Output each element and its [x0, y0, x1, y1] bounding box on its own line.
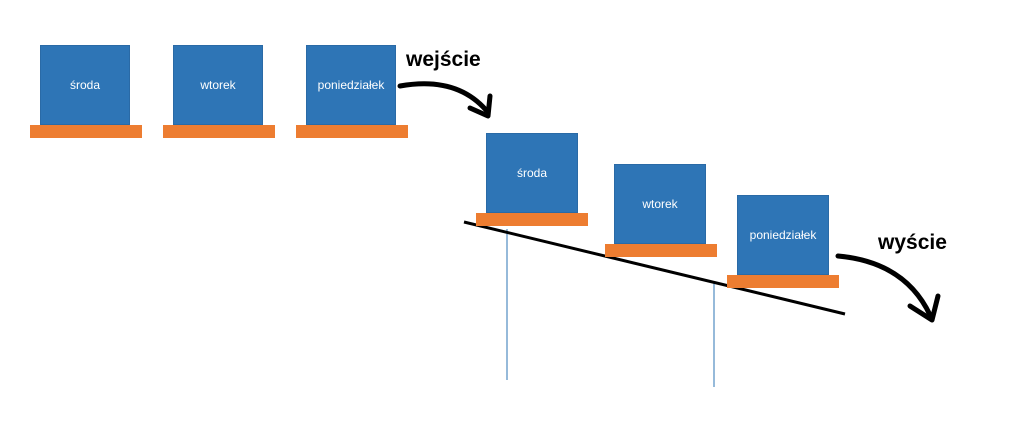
- conveyor-box-sroda: środa: [486, 133, 578, 213]
- inclined-conveyor-line: [463, 220, 846, 316]
- conveyor-pallet-2: [605, 244, 717, 257]
- conveyor-box-wtorek: wtorek: [614, 164, 706, 244]
- conveyor-box-wtorek-label: wtorek: [642, 197, 678, 211]
- conveyor-pallet-1: [476, 213, 588, 226]
- output-arrowhead-icon: [907, 293, 941, 323]
- queue-box-wtorek-label: wtorek: [200, 78, 236, 92]
- queue-box-poniedzialek-label: poniedziałek: [317, 78, 385, 92]
- input-label: wejście: [406, 48, 481, 71]
- conveyor-box-sroda-label: środa: [516, 166, 548, 180]
- conveyor-box-poniedzialek: poniedziałek: [737, 195, 829, 275]
- queue-pallet-2: [163, 125, 275, 138]
- queue-box-sroda-label: środa: [69, 78, 101, 92]
- input-arrow-icon: [397, 81, 489, 113]
- queue-pallet-3: [296, 125, 408, 138]
- queue-box-wtorek: wtorek: [173, 45, 263, 125]
- conveyor-pallet-3: [727, 275, 839, 288]
- queue-box-poniedzialek: poniedziałek: [306, 45, 396, 125]
- input-arrowhead-icon: [467, 93, 493, 119]
- queue-pallet-1: [30, 125, 142, 138]
- output-label: wyście: [878, 231, 947, 254]
- conveyor-box-poniedzialek-label: poniedziałek: [749, 228, 817, 242]
- output-arrow-icon: [835, 253, 933, 318]
- queue-box-sroda: środa: [40, 45, 130, 125]
